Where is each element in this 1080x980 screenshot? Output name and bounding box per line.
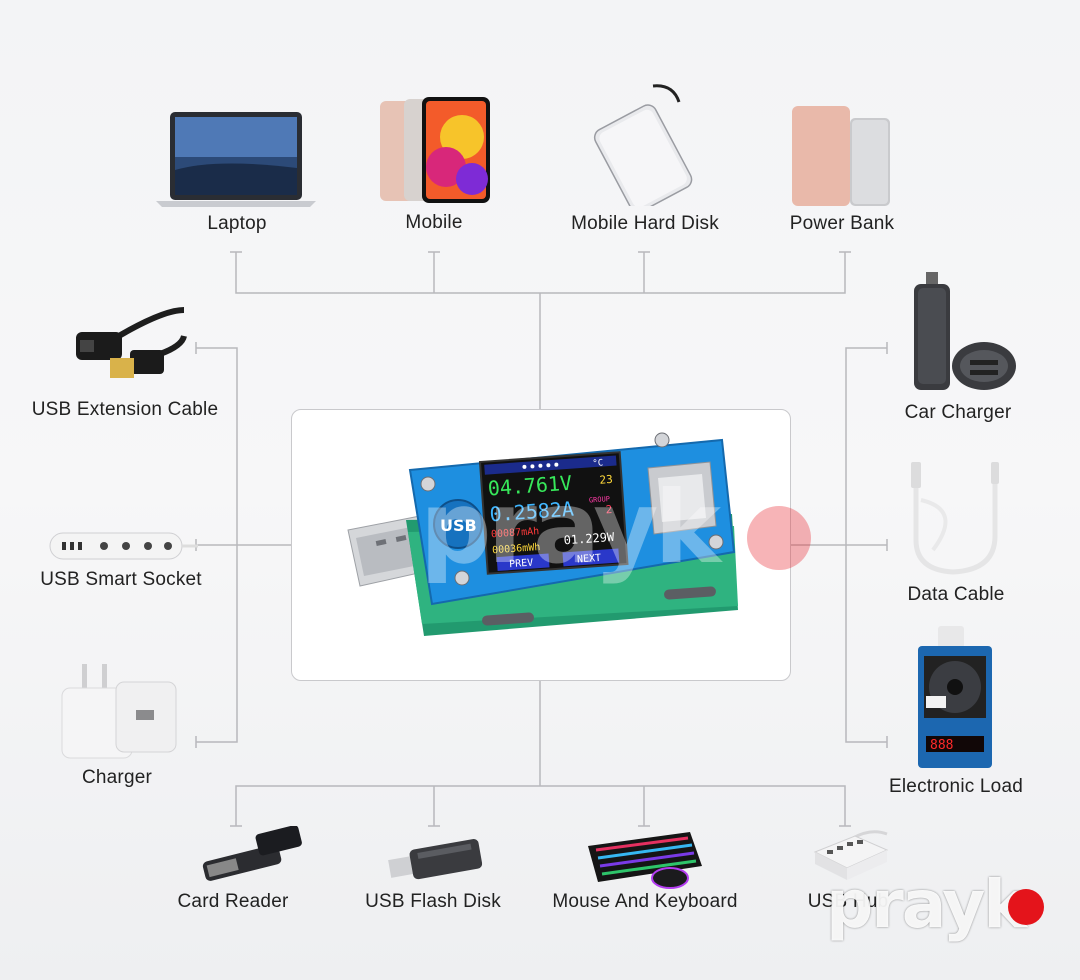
center-device-frame: USB °C 04.761V 23 0.2582A GROUP 2 00087m…: [291, 409, 791, 681]
power-reading: 01.229W: [563, 530, 615, 548]
charger-icon: [60, 664, 180, 765]
device-label-usb-smart-socket: USB Smart Socket: [40, 569, 202, 590]
device-label-charger: Charger: [81, 767, 153, 788]
brand-watermark-text: prayk: [420, 469, 721, 586]
usb-extension-cable-icon: [72, 300, 188, 391]
usb-flash-disk-icon: [383, 836, 487, 891]
electronic-load-icon: 888: [916, 626, 994, 777]
energy-reading: 00036mWh: [492, 542, 541, 556]
brand-logo: prayk: [826, 866, 1027, 943]
laptop-icon: [156, 110, 316, 213]
current-reading: 0.2582A: [489, 497, 575, 527]
device-label-mouse-and-keyboard: Mouse And Keyboard: [552, 891, 738, 912]
mobile-phones-icon: [380, 97, 492, 210]
voltage-reading: 04.761V: [487, 471, 573, 501]
svg-text:888: 888: [930, 738, 953, 753]
device-label-electronic-load: Electronic Load: [889, 776, 1023, 797]
temp-unit: °C: [592, 458, 604, 469]
group-label: GROUP: [589, 495, 611, 504]
usb-tester-meter: USB °C 04.761V 23 0.2582A GROUP 2 00087m…: [347, 432, 738, 636]
device-label-usb-flash-disk: USB Flash Disk: [365, 891, 501, 912]
device-label-mobile-hard-disk: Mobile Hard Disk: [571, 213, 719, 234]
smart-socket-icon: [48, 530, 198, 567]
keyboard-mouse-icon: [586, 826, 704, 895]
next-button[interactable]: NEXT: [577, 553, 602, 566]
capacity-reading: 00087mAh: [491, 526, 540, 540]
group-number: 2: [605, 503, 613, 516]
device-label-mobile: Mobile: [405, 212, 463, 233]
brand-logo-dot: [1008, 889, 1044, 925]
car-charger-icon: [908, 272, 1018, 397]
power-bank-icon: [790, 104, 894, 213]
device-label-usb-extension-cable: USB Extension Cable: [31, 399, 219, 420]
device-label-data-cable: Data Cable: [907, 584, 1005, 605]
brand-watermark-dot: [747, 506, 811, 570]
device-label-card-reader: Card Reader: [177, 891, 289, 912]
device-label-laptop: Laptop: [207, 213, 267, 234]
data-cable-icon: [903, 460, 1003, 581]
temperature-reading: 23: [599, 473, 613, 487]
prev-button[interactable]: PREV: [509, 558, 534, 571]
device-label-usb-hub: USB Hub: [807, 891, 889, 912]
hard-disk-icon: [593, 84, 693, 213]
usb-badge-text: USB: [440, 516, 477, 535]
device-label-car-charger: Car Charger: [904, 402, 1012, 423]
card-reader-icon: [196, 825, 310, 893]
usb-hub-icon: [811, 826, 891, 887]
device-label-power-bank: Power Bank: [789, 213, 895, 234]
